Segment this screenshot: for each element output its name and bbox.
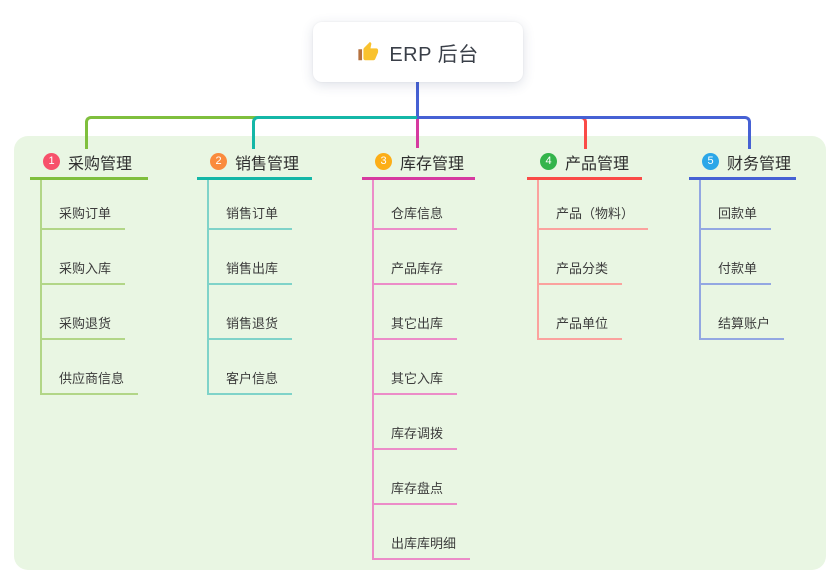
- badge-1: 1: [43, 153, 60, 170]
- node-product-unit[interactable]: 产品单位: [539, 285, 623, 340]
- node-purchase-return[interactable]: 采购退货: [42, 285, 126, 340]
- branch-product-title[interactable]: 4 产品管理: [527, 146, 642, 180]
- branch-inventory-label: 库存管理: [400, 155, 465, 173]
- branch-sales-title[interactable]: 2 销售管理: [197, 146, 312, 180]
- mindmap-background-panel: [14, 136, 826, 570]
- branch-sales-label: 销售管理: [235, 155, 300, 173]
- branch-product-label: 产品管理: [565, 155, 630, 173]
- node-sales-outbound[interactable]: 销售出库: [209, 230, 293, 285]
- branch-sales: 2 销售管理 销售订单 销售出库 销售退货 客户信息: [197, 146, 312, 395]
- branch-inventory-children: 仓库信息 产品库存 其它出库 其它入库 库存调拨 库存盘点 出库库明细: [372, 180, 475, 560]
- node-sales-order[interactable]: 销售订单: [209, 180, 293, 230]
- connector-inventory: [416, 119, 419, 148]
- node-receipt-bill[interactable]: 回款单: [701, 180, 772, 230]
- node-supplier-info[interactable]: 供应商信息: [42, 340, 139, 395]
- node-product-category[interactable]: 产品分类: [539, 230, 623, 285]
- badge-2: 2: [210, 153, 227, 170]
- badge-3: 3: [375, 153, 392, 170]
- node-payment-bill[interactable]: 付款单: [701, 230, 772, 285]
- branch-finance-title[interactable]: 5 财务管理: [689, 146, 796, 180]
- branch-purchase-title[interactable]: 1 采购管理: [30, 146, 148, 180]
- branch-purchase-children: 采购订单 采购入库 采购退货 供应商信息: [40, 180, 148, 395]
- branch-inventory-title[interactable]: 3 库存管理: [362, 146, 475, 180]
- node-product-stock[interactable]: 产品库存: [374, 230, 458, 285]
- badge-4: 4: [540, 153, 557, 170]
- branch-sales-children: 销售订单 销售出库 销售退货 客户信息: [207, 180, 312, 395]
- root-title: ERP 后台: [389, 43, 479, 66]
- branch-purchase-label: 采购管理: [68, 155, 133, 173]
- node-other-inbound[interactable]: 其它入库: [374, 340, 458, 395]
- branch-finance-label: 财务管理: [727, 155, 792, 173]
- branch-finance: 5 财务管理 回款单 付款单 结算账户: [689, 146, 796, 340]
- connector-purchase: [85, 116, 417, 149]
- root-stem-connector: [416, 80, 419, 117]
- badge-5: 5: [702, 153, 719, 170]
- thumbs-up-icon: [357, 41, 379, 63]
- node-purchase-order[interactable]: 采购订单: [42, 180, 126, 230]
- node-other-outbound[interactable]: 其它出库: [374, 285, 458, 340]
- connector-sales: [252, 116, 417, 149]
- branch-purchase: 1 采购管理 采购订单 采购入库 采购退货 供应商信息: [30, 146, 148, 395]
- node-warehouse-info[interactable]: 仓库信息: [374, 180, 458, 230]
- branch-inventory: 3 库存管理 仓库信息 产品库存 其它出库 其它入库 库存调拨 库存盘点 出库库…: [362, 146, 475, 560]
- node-purchase-inbound[interactable]: 采购入库: [42, 230, 126, 285]
- node-stock-taking[interactable]: 库存盘点: [374, 450, 458, 505]
- node-customer-info[interactable]: 客户信息: [209, 340, 293, 395]
- node-sales-return[interactable]: 销售退货: [209, 285, 293, 340]
- branch-product: 4 产品管理 产品（物料） 产品分类 产品单位: [527, 146, 649, 340]
- branch-finance-children: 回款单 付款单 结算账户: [699, 180, 796, 340]
- node-outbound-detail[interactable]: 出库库明细: [374, 505, 471, 560]
- root-node[interactable]: ERP 后台: [313, 22, 523, 82]
- node-settlement-account[interactable]: 结算账户: [701, 285, 785, 340]
- connector-finance: [417, 116, 751, 149]
- node-stock-transfer[interactable]: 库存调拨: [374, 395, 458, 450]
- node-product-material[interactable]: 产品（物料）: [539, 180, 649, 230]
- branch-product-children: 产品（物料） 产品分类 产品单位: [537, 180, 649, 340]
